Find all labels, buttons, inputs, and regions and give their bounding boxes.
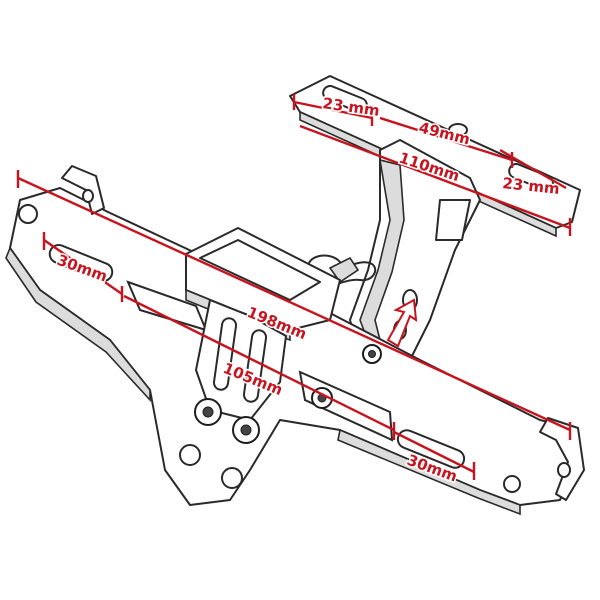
- bottom-hole-left: [179, 444, 201, 466]
- dimension-lines: [16, 94, 572, 480]
- adjustment-arrow-icon: [386, 298, 418, 348]
- bottom-hole-right: [221, 467, 243, 489]
- main-bar-right-hole: [503, 475, 521, 493]
- center-block: [185, 227, 341, 421]
- bolt-left: [194, 398, 222, 426]
- vertical-slot-left: [212, 317, 238, 391]
- bolt-right: [232, 416, 260, 444]
- right-hook: [539, 417, 585, 501]
- bolt-arm: [362, 344, 382, 364]
- main-bar: [5, 187, 581, 516]
- main-bar-left-hole: [18, 204, 38, 224]
- vertical-slot-right: [242, 329, 268, 403]
- top-plate-center-hole: [448, 123, 468, 137]
- left-hook: [61, 165, 105, 215]
- top-plate-left-slot: [322, 85, 368, 113]
